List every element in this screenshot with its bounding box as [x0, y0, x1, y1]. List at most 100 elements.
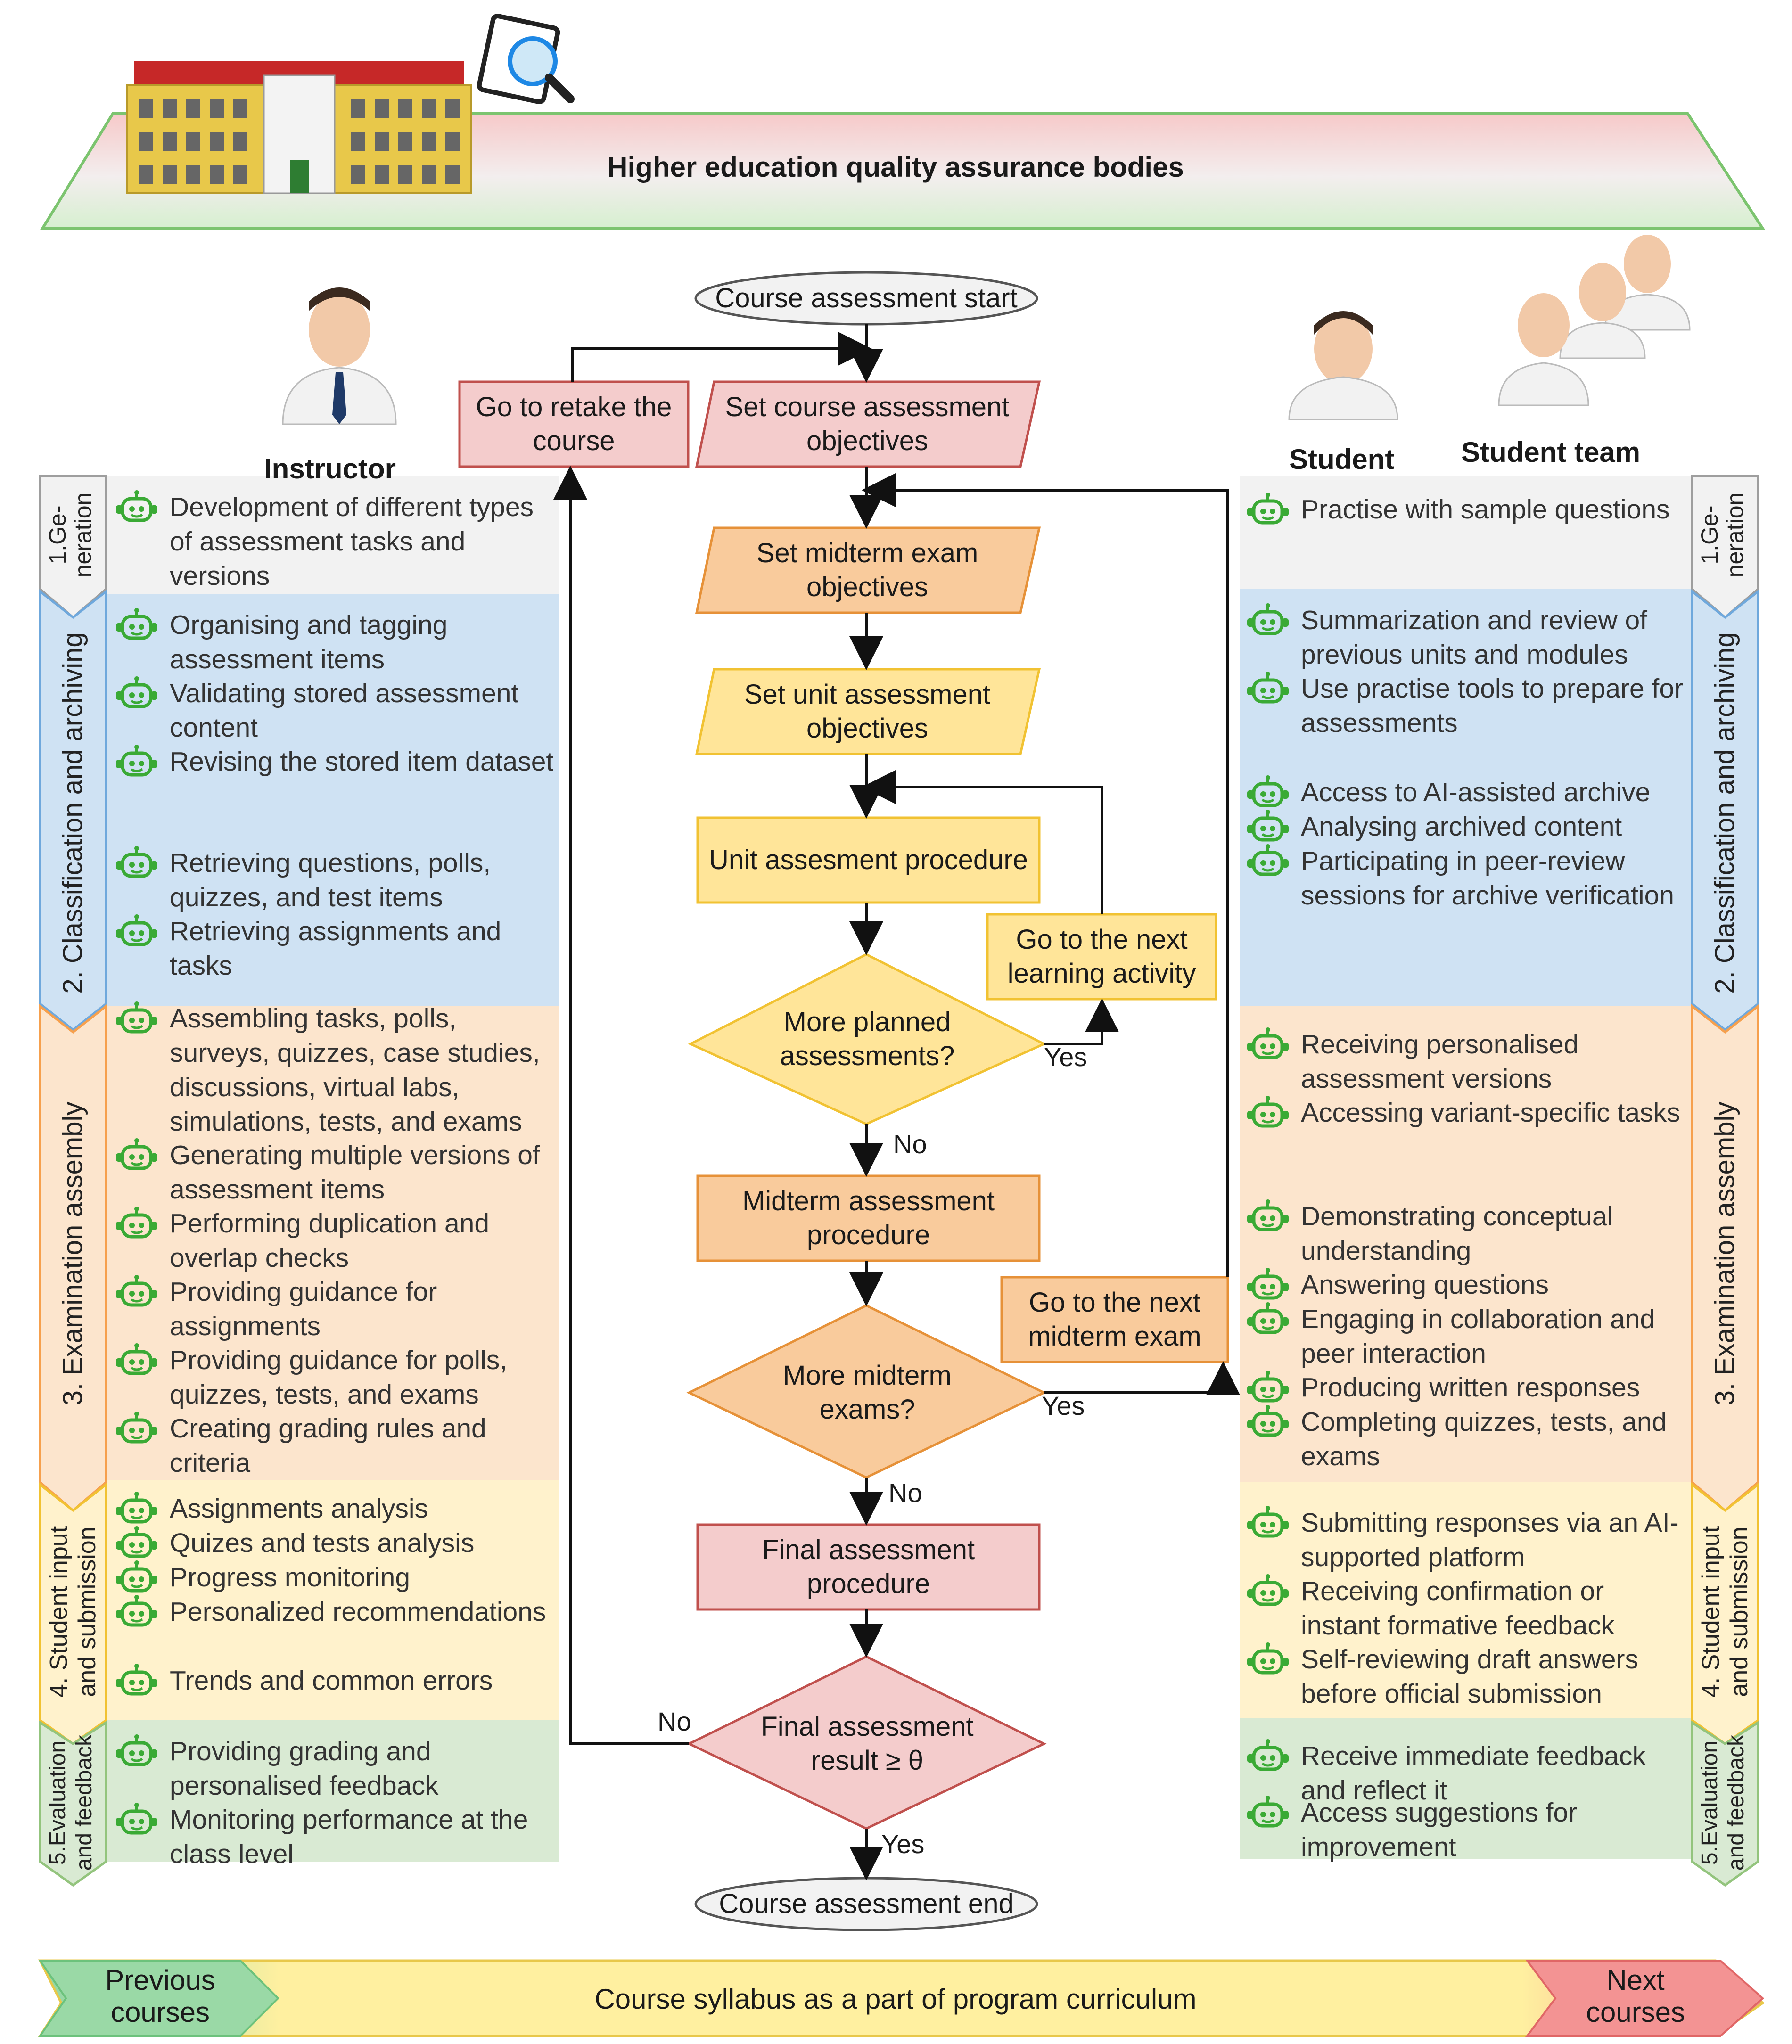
instructor-item: Development of different types of assess…	[113, 490, 556, 593]
student-team-label: Student team	[1461, 436, 1641, 468]
set-unit-node	[695, 668, 1041, 755]
instructor-item: Providing grading and personalised feedb…	[113, 1734, 556, 1803]
instructor-item: Performing duplication and overlap check…	[113, 1207, 556, 1275]
student-item-text: Analysing archived content	[1301, 812, 1622, 842]
student-item: Analysing archived content	[1244, 810, 1687, 847]
ai-robot-icon	[116, 1664, 157, 1696]
final-result-label: Final assessment result ≥ θ	[761, 1711, 974, 1776]
midterm-proc-box	[696, 1174, 1041, 1262]
unit-proc-label: Unit assesment procedure	[709, 845, 1028, 875]
right-stage-evaluation: 5.Evaluation and feedback	[1697, 1734, 1749, 1871]
student-item-text: Completing quizzes, tests, and exams	[1301, 1407, 1667, 1471]
set-unit-label: Set unit assessment objectives	[744, 679, 991, 744]
ai-robot-icon	[1247, 1199, 1289, 1231]
student-item-text: Summarization and review of previous uni…	[1301, 605, 1647, 670]
instructor-item-text: Personalized recommendations	[170, 1597, 546, 1627]
student-team-avatar	[1498, 235, 1691, 406]
ai-robot-icon	[1247, 1027, 1289, 1059]
student-item: Use practise tools to prepare for assess…	[1244, 672, 1687, 740]
student-item: Engaging in collaboration and peer inter…	[1244, 1302, 1687, 1371]
instructor-item-text: Quizes and tests analysis	[170, 1528, 475, 1558]
ai-robot-icon	[1247, 1642, 1289, 1675]
instructor-item-text: Providing guidance for assignments	[170, 1277, 437, 1341]
ai-robot-icon	[1247, 1796, 1289, 1828]
edge-yes-final: Yes	[881, 1829, 925, 1859]
instructor-item-text: Creating grading rules and criteria	[170, 1413, 486, 1478]
student-item: Practise with sample questions	[1244, 493, 1687, 530]
student-item: Receiving personalised assessment versio…	[1244, 1027, 1687, 1096]
student-item-text: Practise with sample questions	[1301, 494, 1670, 525]
instructor-item-text: Revising the stored item dataset	[170, 747, 554, 777]
instructor-label: Instructor	[264, 453, 396, 484]
instructor-item: Generating multiple versions of assessme…	[113, 1138, 556, 1207]
student-item-text: Submitting responses via an AI-supported…	[1301, 1508, 1679, 1572]
ai-robot-icon	[1247, 810, 1289, 842]
student-item: Access to AI-assisted archive	[1244, 775, 1687, 813]
edge-yes-planned: Yes	[1044, 1042, 1087, 1072]
previous-courses-label: Previous courses	[105, 1964, 215, 2028]
student-item: Receive immediate feedback and reflect i…	[1244, 1739, 1687, 1808]
ai-robot-icon	[116, 1492, 157, 1524]
right-stage-student-input: 4. Student input and submission	[1697, 1526, 1753, 1698]
instructor-item-text: Organising and tagging assessment items	[170, 610, 448, 674]
student-item-text: Receive immediate feedback and reflect i…	[1301, 1741, 1646, 1806]
ai-robot-icon	[116, 1595, 157, 1627]
student-item-text: Receiving personalised assessment versio…	[1301, 1029, 1579, 1094]
ai-robot-icon	[116, 1526, 157, 1558]
student-item-text: Demonstrating conceptual understanding	[1301, 1201, 1613, 1266]
ai-robot-icon	[116, 846, 157, 878]
student-item-text: Engaging in collaboration and peer inter…	[1301, 1304, 1655, 1369]
student-item: Access suggestions for improvement	[1244, 1796, 1687, 1864]
instructor-item: Revising the stored item dataset	[113, 745, 556, 782]
student-item-text: Answering questions	[1301, 1270, 1549, 1300]
instructor-item: Quizes and tests analysis	[113, 1526, 556, 1564]
ai-robot-icon	[1247, 1574, 1289, 1606]
retake-label: Go to retake the course	[476, 392, 672, 456]
ai-robot-icon	[1247, 1405, 1289, 1437]
instructor-item-text: Retrieving questions, polls, quizzes, an…	[170, 848, 491, 912]
ai-robot-icon	[116, 1138, 157, 1170]
instructor-item: Monitoring performance at the class leve…	[113, 1803, 556, 1872]
ai-robot-icon	[116, 1207, 157, 1239]
student-item: Answering questions	[1244, 1268, 1687, 1305]
instructor-item-text: Development of different types of assess…	[170, 492, 534, 591]
instructor-item: Personalized recommendations	[113, 1595, 556, 1633]
ai-robot-icon	[1247, 1739, 1289, 1771]
ai-robot-icon	[116, 490, 157, 522]
ai-robot-icon	[116, 1343, 157, 1375]
qa-banner	[40, 112, 1766, 230]
ai-robot-icon	[1247, 493, 1289, 525]
ai-robot-icon	[116, 1560, 157, 1593]
edge-yes-midterm: Yes	[1042, 1391, 1085, 1420]
instructor-item-text: Providing grading and personalised feedb…	[170, 1736, 439, 1801]
student-item: Submitting responses via an AI-supported…	[1244, 1506, 1687, 1575]
ai-robot-icon	[116, 745, 157, 777]
instructor-item: Creating grading rules and criteria	[113, 1412, 556, 1480]
student-item-text: Participating in peer-review sessions fo…	[1301, 846, 1674, 911]
ai-robot-icon	[1247, 1371, 1289, 1403]
instructor-item: Retrieving questions, polls, quizzes, an…	[113, 846, 556, 915]
curriculum-label: Course syllabus as a part of program cur…	[594, 1983, 1197, 2015]
qa-banner-title: Higher education quality assurance bodie…	[607, 151, 1184, 183]
student-item: Demonstrating conceptual understanding	[1244, 1199, 1687, 1268]
student-item-text: Accessing variant-specific tasks	[1301, 1098, 1680, 1128]
student-item-text: Self-reviewing draft answers before offi…	[1301, 1644, 1638, 1709]
set-midterm-label: Set midterm exam objectives	[756, 538, 978, 602]
instructor-item: Providing guidance for polls, quizzes, t…	[113, 1343, 556, 1412]
ai-robot-icon	[1247, 1096, 1289, 1128]
instructor-item-text: Assignments analysis	[170, 1494, 428, 1524]
instructor-item-text: Monitoring performance at the class leve…	[170, 1805, 528, 1869]
ai-robot-icon	[116, 914, 157, 946]
ai-robot-icon	[1247, 775, 1289, 807]
university-building-icon	[126, 61, 472, 194]
end-label: Course assessment end	[719, 1888, 1014, 1919]
instructor-item: Assignments analysis	[113, 1492, 556, 1529]
instructor-item-text: Validating stored assessment content	[170, 678, 519, 743]
left-stage-exam-assembly: 3. Examination assembly	[58, 1101, 88, 1406]
student-avatar	[1288, 311, 1398, 420]
instructor-item: Retrieving assignments and tasks	[113, 914, 556, 983]
next-activity-box	[986, 913, 1217, 1001]
more-planned-label: More planned assessments?	[780, 1007, 955, 1071]
midterm-proc-label: Midterm assessment procedure	[742, 1186, 995, 1250]
student-item-text: Access suggestions for improvement	[1301, 1798, 1578, 1862]
